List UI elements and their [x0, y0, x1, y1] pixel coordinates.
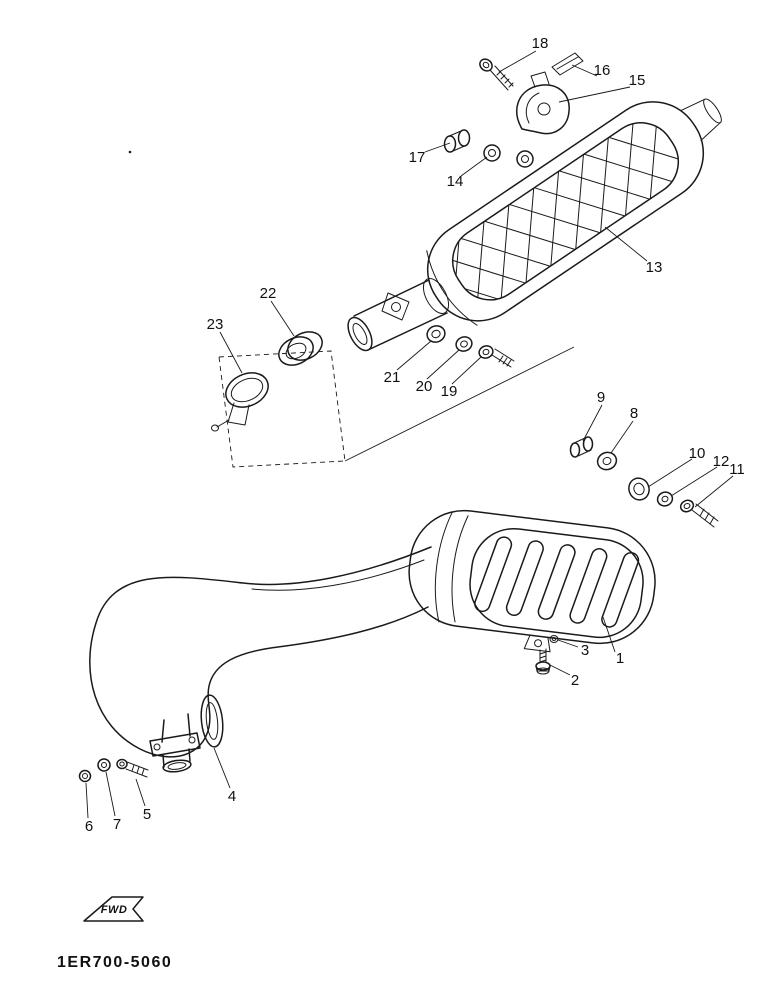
callout-19: 19 [441, 383, 458, 400]
spacer-9 [569, 436, 594, 458]
callout-12: 12 [713, 453, 730, 470]
washer-14 [483, 144, 501, 162]
fwd-indicator: FWD [83, 896, 144, 922]
callout-16: 16 [594, 62, 611, 79]
detail-dashed-box [218, 346, 575, 468]
fwd-arrow-icon [83, 896, 144, 922]
callout-22: 22 [260, 285, 277, 302]
footer-part-code: 1ER700-5060 [57, 954, 172, 971]
bolt-18 [479, 58, 514, 91]
gasket-10 [628, 477, 650, 501]
callout-6: 6 [85, 818, 93, 835]
callout-23: 23 [207, 316, 224, 333]
callout-17: 17 [409, 149, 426, 166]
washer-12 [656, 491, 674, 507]
washer-7 [97, 758, 111, 772]
callout-21: 21 [384, 369, 401, 386]
bolt-19 [478, 345, 515, 368]
fwd-label: FWD [101, 904, 128, 916]
grommet-8 [596, 451, 618, 471]
upper-inlet-pipe [347, 278, 450, 352]
nut-21 [426, 325, 446, 343]
callout-20: 20 [416, 378, 433, 395]
bracket-plate-16 [551, 52, 584, 76]
callout-14: 14 [447, 173, 464, 190]
expansion-chamber-pipe [89, 546, 432, 758]
collar-22 [278, 331, 323, 366]
leader-lines [85, 50, 734, 819]
callout-8: 8 [630, 405, 638, 422]
stud-3 [549, 635, 559, 643]
gasket-4 [200, 694, 224, 748]
print-dot [128, 150, 132, 154]
callout-18: 18 [532, 35, 549, 52]
diagram-line-art [78, 52, 722, 783]
callout-7: 7 [113, 816, 121, 833]
callout-3: 3 [581, 642, 589, 659]
mount-grommet [516, 150, 534, 168]
callout-13: 13 [646, 259, 663, 276]
bolt-5 [116, 758, 149, 778]
callout-2: 2 [571, 672, 579, 689]
callout-5: 5 [143, 806, 151, 823]
callout-11: 11 [729, 461, 745, 478]
callout-4: 4 [228, 788, 236, 805]
header-flange [149, 713, 201, 773]
nut-6 [78, 769, 92, 783]
hanger-clamp-15 [516, 71, 570, 135]
callout-9: 9 [597, 389, 605, 406]
spacer-17 [443, 129, 471, 153]
callout-10: 10 [689, 445, 706, 462]
clamp-23 [211, 372, 269, 432]
screw-2 [535, 648, 551, 675]
lower-muffler [408, 509, 656, 653]
washer-20 [455, 336, 473, 352]
callout-1: 1 [616, 650, 624, 667]
callout-15: 15 [629, 72, 646, 89]
bolt-11 [679, 499, 719, 528]
upper-silencer [426, 98, 722, 326]
